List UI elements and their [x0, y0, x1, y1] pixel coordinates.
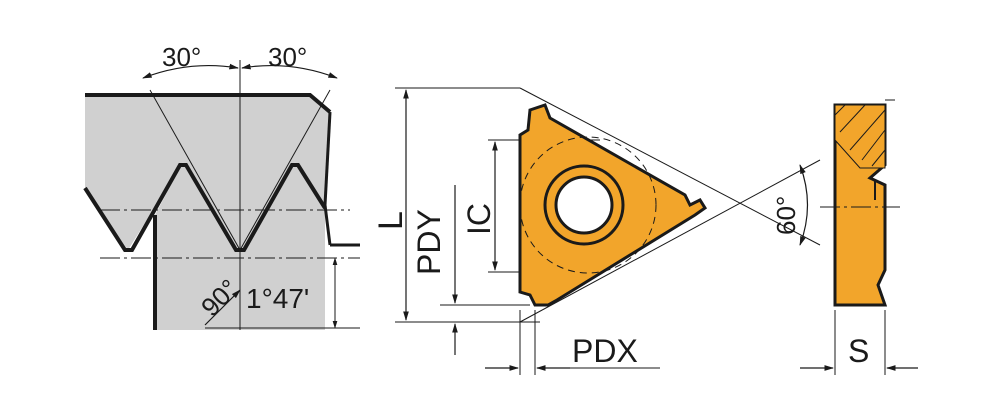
angle-left-label: 30° — [162, 42, 201, 72]
thread-profile-view: 30° 30° 90° 1°47' — [83, 42, 360, 330]
insert-side-view: S — [800, 99, 918, 375]
angle-60-label: 60° — [771, 196, 801, 235]
PDX-label: PDX — [572, 333, 638, 369]
upper-gray-block — [85, 95, 330, 250]
upper-outline — [85, 93, 332, 114]
insert-hole-ring — [543, 164, 625, 246]
IC-label: IC — [461, 203, 497, 235]
S-label: S — [848, 333, 869, 369]
PDY-label: PDY — [411, 209, 447, 275]
insert-top-view: L PDY IC 60° PDX — [372, 87, 821, 375]
helix-angle-label: 1°47' — [246, 283, 309, 314]
insert-hole — [554, 175, 614, 235]
angle-right-label: 30° — [268, 42, 307, 72]
thread-outline — [83, 163, 327, 252]
L-label: L — [372, 211, 410, 230]
lower-gray-block — [155, 162, 325, 330]
